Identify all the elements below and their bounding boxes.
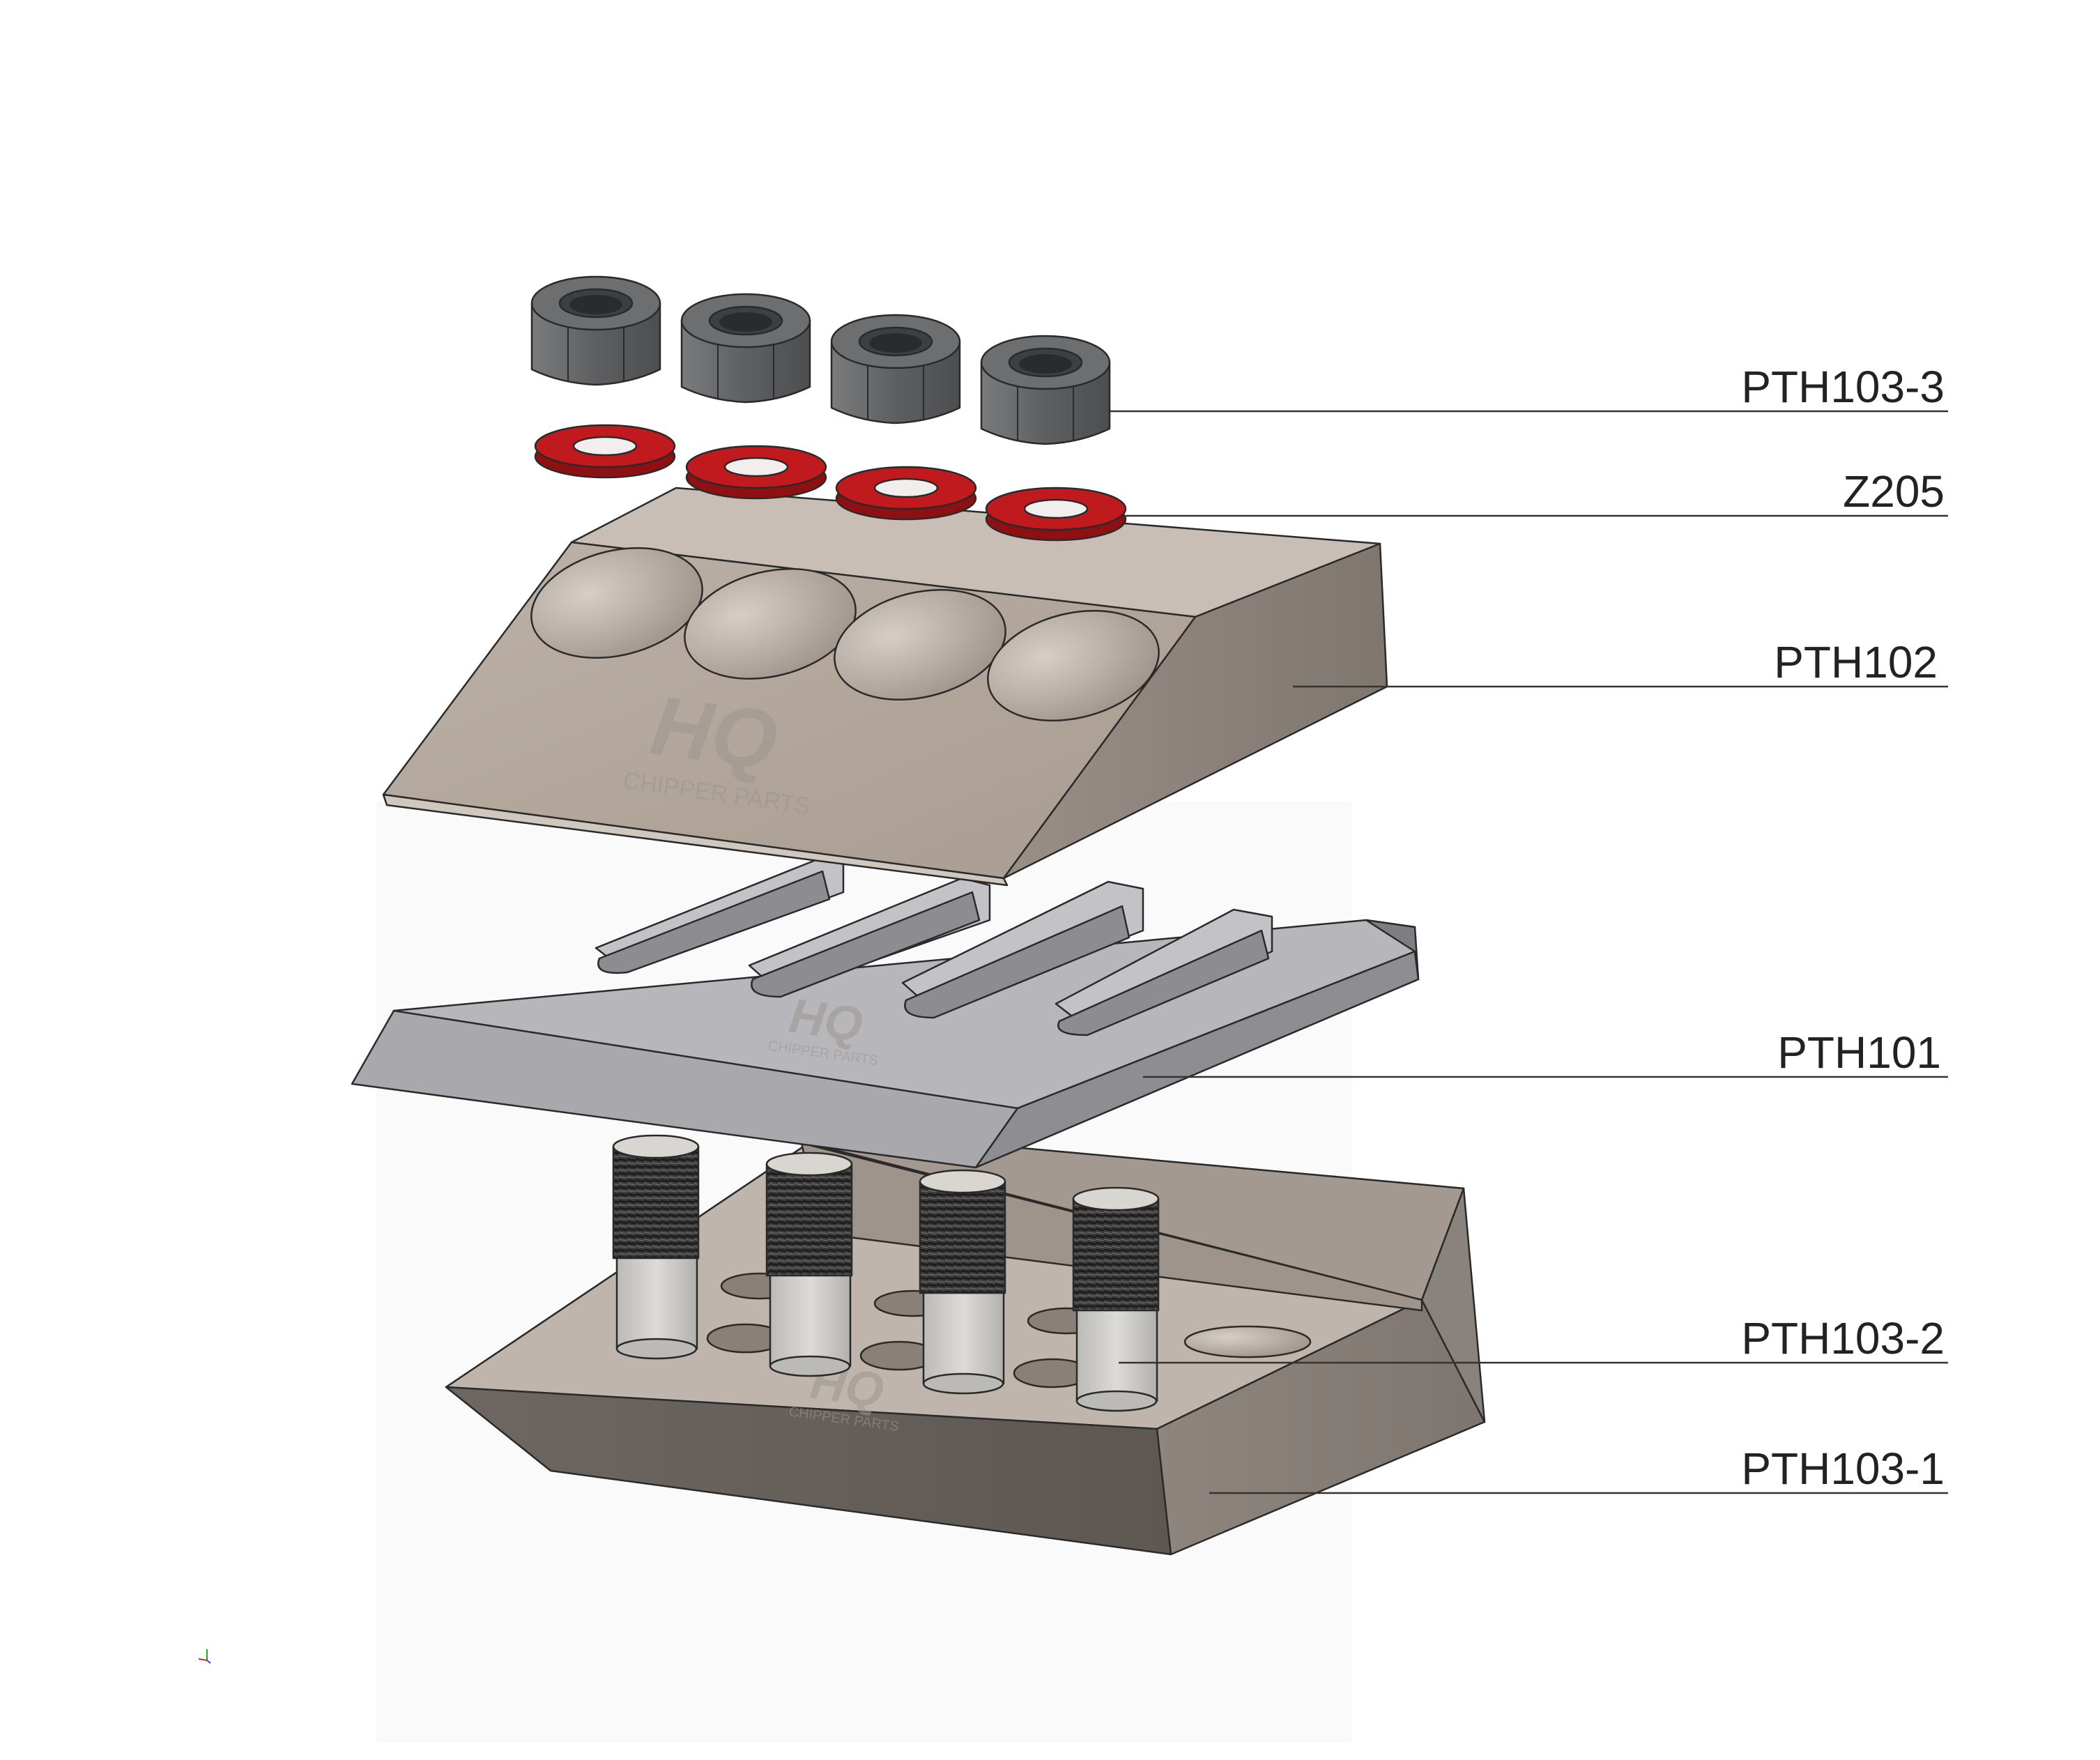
clamp-hole — [834, 588, 1006, 701]
callout-pth103-2: PTH103-2 — [1119, 1313, 1948, 1364]
clamp-hole — [684, 567, 857, 680]
washer — [685, 445, 827, 500]
callout-pth103-3: PTH103-3 — [1108, 362, 1948, 413]
nut — [980, 335, 1111, 445]
callout-z205: Z205 — [1126, 466, 1948, 517]
base-hole — [1183, 1325, 1312, 1359]
label-pth103-1: PTH103-1 — [1741, 1444, 1945, 1494]
clamp-hole — [987, 609, 1160, 722]
stud — [919, 1169, 1006, 1395]
clamp-hole — [530, 546, 703, 659]
nut — [530, 275, 661, 386]
stud — [612, 1134, 700, 1360]
studs-pth103-2 — [612, 1134, 1160, 1412]
nut — [680, 293, 811, 404]
nut — [830, 314, 961, 424]
stud — [1072, 1186, 1160, 1412]
callout-pth102: PTH102 — [1293, 637, 1948, 688]
nuts-pth103-3 — [530, 275, 1111, 445]
axis-triad-icon — [198, 1649, 211, 1664]
label-pth103-2: PTH103-2 — [1741, 1313, 1945, 1363]
stud — [765, 1151, 853, 1377]
top-clamp-pth102 — [382, 487, 1388, 887]
svg-text:HQ: HQ — [645, 678, 783, 788]
label-pth103-3: PTH103-3 — [1741, 362, 1945, 412]
label-pth102: PTH102 — [1774, 637, 1938, 687]
washer — [835, 466, 977, 521]
washer — [534, 424, 676, 479]
callout-pth103-1: PTH103-1 — [1209, 1444, 1948, 1494]
label-pth101: PTH101 — [1777, 1027, 1941, 1078]
callout-pth101: PTH101 — [1143, 1027, 1948, 1078]
svg-text:HQ: HQ — [786, 988, 866, 1053]
washer — [985, 487, 1127, 542]
washers-z205 — [534, 424, 1127, 542]
knife-pth101 — [351, 856, 1420, 1169]
label-z205: Z205 — [1843, 466, 1945, 516]
